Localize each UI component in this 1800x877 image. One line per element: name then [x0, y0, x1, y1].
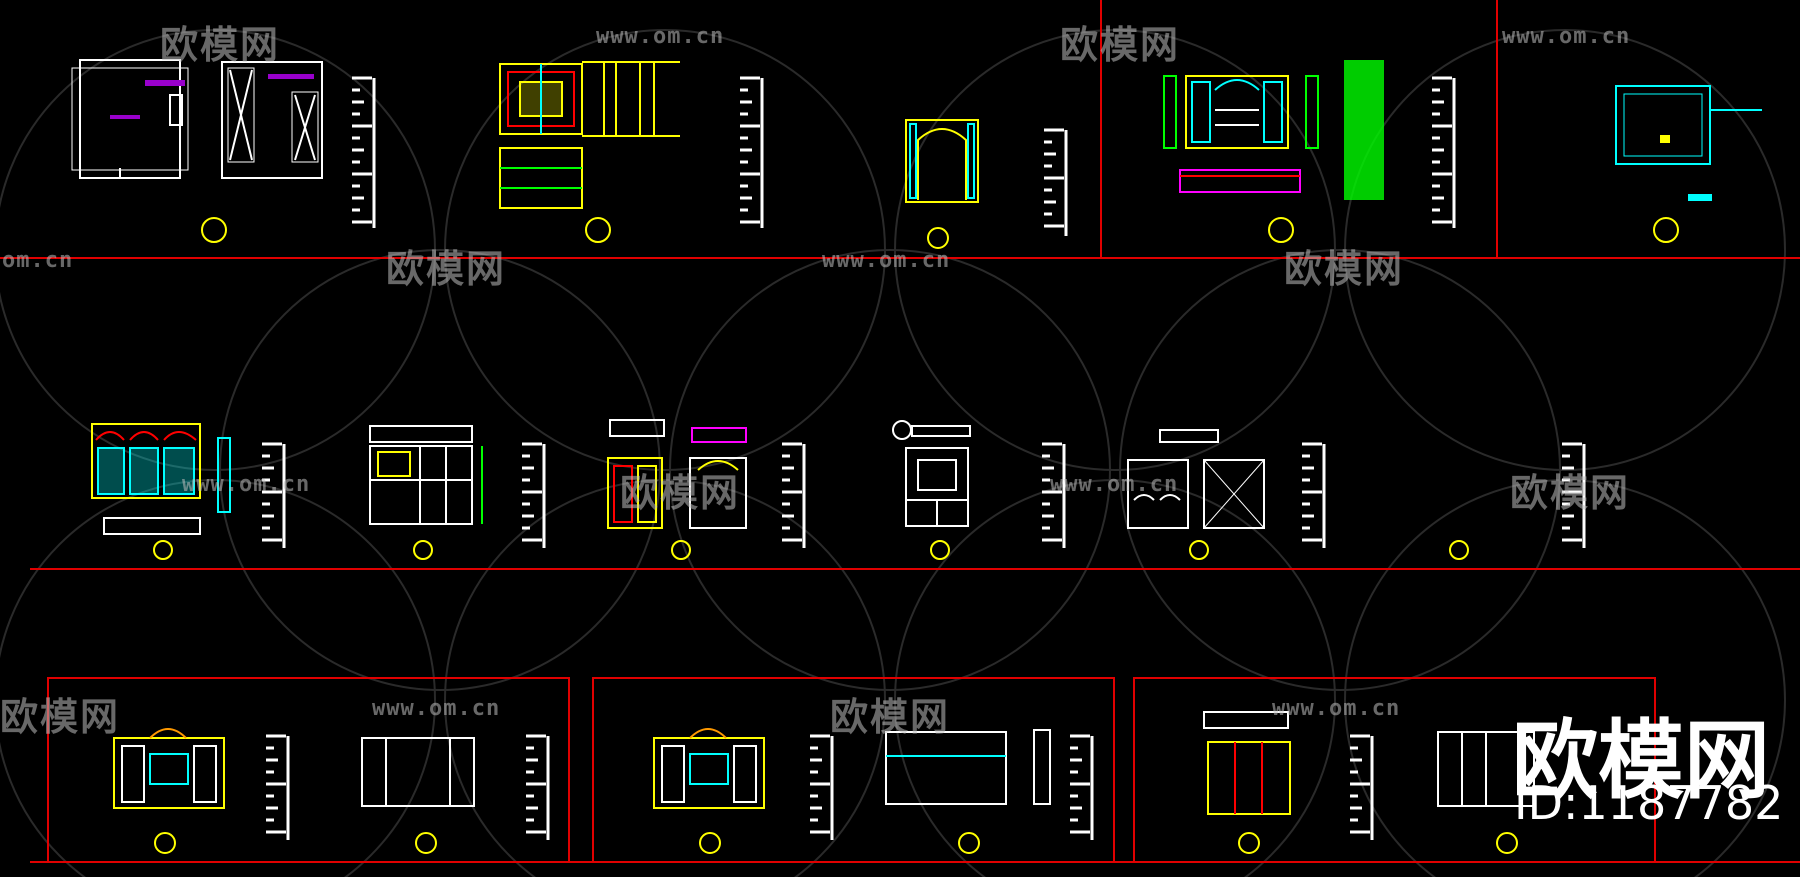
stamp-brand: 欧模网	[1512, 711, 1770, 811]
watermark-url: www.om.cn	[1050, 472, 1179, 497]
title-block-columns	[262, 76, 1586, 840]
watermark-brand: 欧模网	[386, 247, 507, 291]
wine-cabinet-elevation[interactable]	[1163, 60, 1384, 200]
watermark-brand-fragment: 欧模网	[0, 695, 121, 739]
wardrobe-elevation[interactable]	[369, 425, 483, 525]
watermark-brand: 欧模网	[830, 695, 951, 739]
watermark-url: www.om.cn	[182, 472, 311, 497]
watermark-circles	[0, 29, 1786, 877]
glass-cabinet-elevation[interactable]	[1127, 429, 1265, 529]
watermark-brand: 欧模网	[1060, 23, 1181, 67]
watermark-url: www.om.cn	[372, 696, 501, 721]
floor-plan-b[interactable]	[221, 61, 323, 179]
door-cabinet-elevation[interactable]	[607, 419, 747, 529]
arched-doorway-elevation[interactable]	[905, 119, 979, 203]
vanity-elevation[interactable]	[892, 420, 971, 527]
watermark-url-fragment: om.cn	[2, 248, 74, 273]
tv-wall-elevation-2[interactable]	[653, 728, 1051, 809]
watermark-url: www.om.cn	[1272, 696, 1401, 721]
tv-wall-elevation-1[interactable]	[113, 728, 475, 809]
watermark-brand: 欧模网	[620, 471, 741, 515]
drawing-number-circles	[153, 217, 1679, 854]
watermark-url: www.om.cn	[1502, 24, 1631, 49]
wardrobe-elevation-2[interactable]	[1203, 711, 1535, 815]
watermark-brand: 欧模网	[1284, 247, 1405, 291]
bookcase-elevation-cyan[interactable]	[91, 423, 231, 535]
floor-plan-a[interactable]	[71, 59, 189, 179]
watermark-url: www.om.cn	[822, 248, 951, 273]
watermark-brand: 欧模网	[1510, 471, 1631, 515]
watermark-brand: 欧模网	[160, 23, 281, 67]
stamp-id: ID:1187782	[1514, 776, 1784, 830]
watermark-url: www.om.cn	[596, 24, 725, 49]
cabinet-elevation-front[interactable]	[499, 61, 680, 209]
room-plan-cyan[interactable]	[1615, 85, 1762, 201]
